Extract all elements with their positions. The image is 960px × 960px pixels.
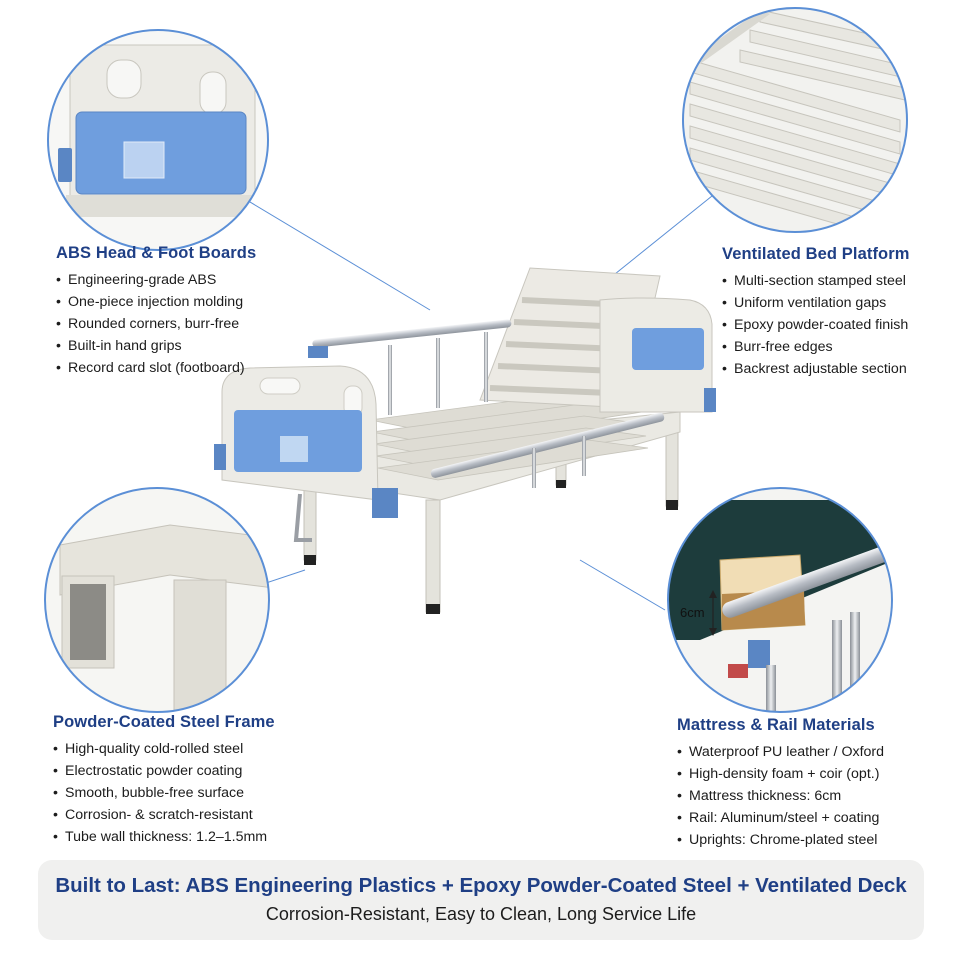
list-item: Mattress thickness: 6cm [677,785,884,807]
feature-head-foot-boards: ABS Head & Foot Boards Engineering-grade… [56,244,256,379]
list-item: Waterproof PU leather / Oxford [677,741,884,763]
thickness-label: 6cm [680,605,705,620]
banner-subtitle: Corrosion-Resistant, Easy to Clean, Long… [265,904,697,924]
list-item: Electrostatic powder coating [53,760,275,782]
summary-banner: Built to Last: ABS Engineering Plastics … [38,860,924,940]
feature-steel-frame: Powder-Coated Steel Frame High-quality c… [53,713,275,848]
list-item: Rail: Aluminum/steel + coating [677,807,884,829]
list-item: Burr-free edges [722,336,910,358]
headboard-detail [47,29,269,251]
list-item: Uniform ventilation gaps [722,292,910,314]
mattress-detail: 6cm [667,487,893,713]
list-item: Corrosion- & scratch-resistant [53,804,275,826]
list-item: Rounded corners, burr-free [56,313,256,335]
feature-title: Ventilated Bed Platform [722,245,910,263]
list-item: Tube wall thickness: 1.2–1.5mm [53,826,275,848]
hospital-bed [214,267,716,614]
feature-list: Multi-section stamped steel Uniform vent… [722,270,910,380]
feature-title: Powder-Coated Steel Frame [53,713,275,731]
feature-title: ABS Head & Foot Boards [56,244,257,262]
feature-title: Mattress & Rail Materials [677,716,875,734]
list-item: One-piece injection molding [56,291,256,313]
list-item: Epoxy powder-coated finish [722,314,910,336]
feature-mattress-rail: Mattress & Rail Materials Waterproof PU … [677,716,884,851]
banner-title: Built to Last: ABS Engineering Plastics … [55,874,907,897]
list-item: Engineering-grade ABS [56,269,256,291]
feature-bed-platform: Ventilated Bed Platform Multi-section st… [722,245,910,380]
list-item: Backrest adjustable section [722,358,910,380]
list-item: High-density foam + coir (opt.) [677,763,884,785]
feature-list: High-quality cold-rolled steel Electrost… [53,738,275,848]
list-item: Multi-section stamped steel [722,270,910,292]
feature-list: Engineering-grade ABS One-piece injectio… [56,269,256,379]
list-item: Uprights: Chrome-plated steel [677,829,884,851]
steel-frame-detail [44,487,270,713]
list-item: Smooth, bubble-free surface [53,782,275,804]
platform-detail [682,7,908,233]
list-item: High-quality cold-rolled steel [53,738,275,760]
list-item: Built-in hand grips [56,335,256,357]
feature-list: Waterproof PU leather / Oxford High-dens… [677,741,884,851]
list-item: Record card slot (footboard) [56,357,256,379]
